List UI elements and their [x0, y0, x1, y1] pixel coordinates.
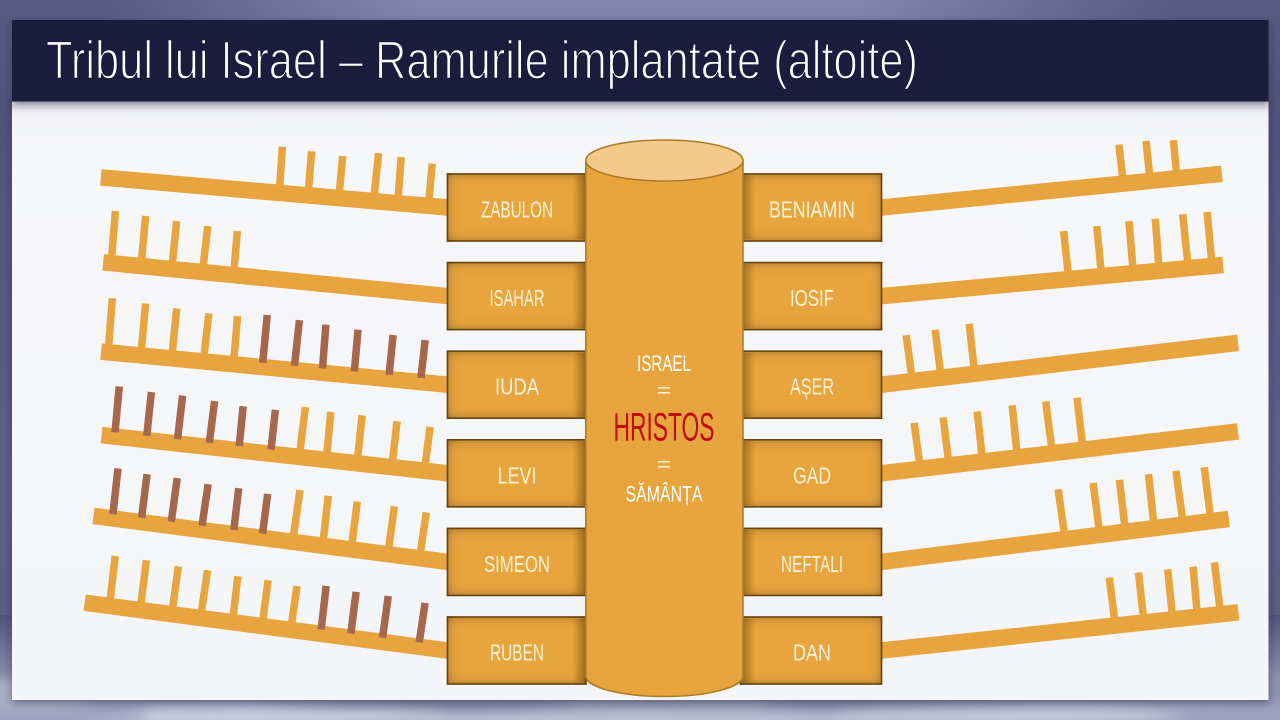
svg-text:GAD: GAD	[793, 462, 831, 488]
svg-text:HRISTOS: HRISTOS	[614, 406, 715, 450]
svg-text:IOSIF: IOSIF	[790, 285, 834, 311]
svg-text:SIMEON: SIMEON	[484, 551, 550, 577]
svg-text:ISAHAR: ISAHAR	[490, 285, 545, 311]
svg-text:=: =	[657, 380, 671, 402]
svg-text:AȘER: AȘER	[790, 374, 834, 400]
svg-text:IUDA: IUDA	[495, 374, 540, 400]
svg-text:Tribul lui Israel – Ramurile i: Tribul lui Israel – Ramurile implantate …	[46, 32, 918, 91]
svg-text:LEVI: LEVI	[498, 462, 537, 488]
svg-text:RUBEN: RUBEN	[490, 640, 544, 666]
svg-text:=: =	[657, 454, 671, 476]
svg-text:NEFTALI: NEFTALI	[781, 551, 843, 577]
svg-text:ISRAEL: ISRAEL	[637, 351, 691, 376]
svg-text:BENIAMIN: BENIAMIN	[769, 197, 855, 223]
svg-text:ZABULON: ZABULON	[481, 197, 553, 223]
svg-text:DAN: DAN	[793, 640, 831, 666]
svg-text:SĂMÂNȚA: SĂMÂNȚA	[626, 482, 703, 507]
